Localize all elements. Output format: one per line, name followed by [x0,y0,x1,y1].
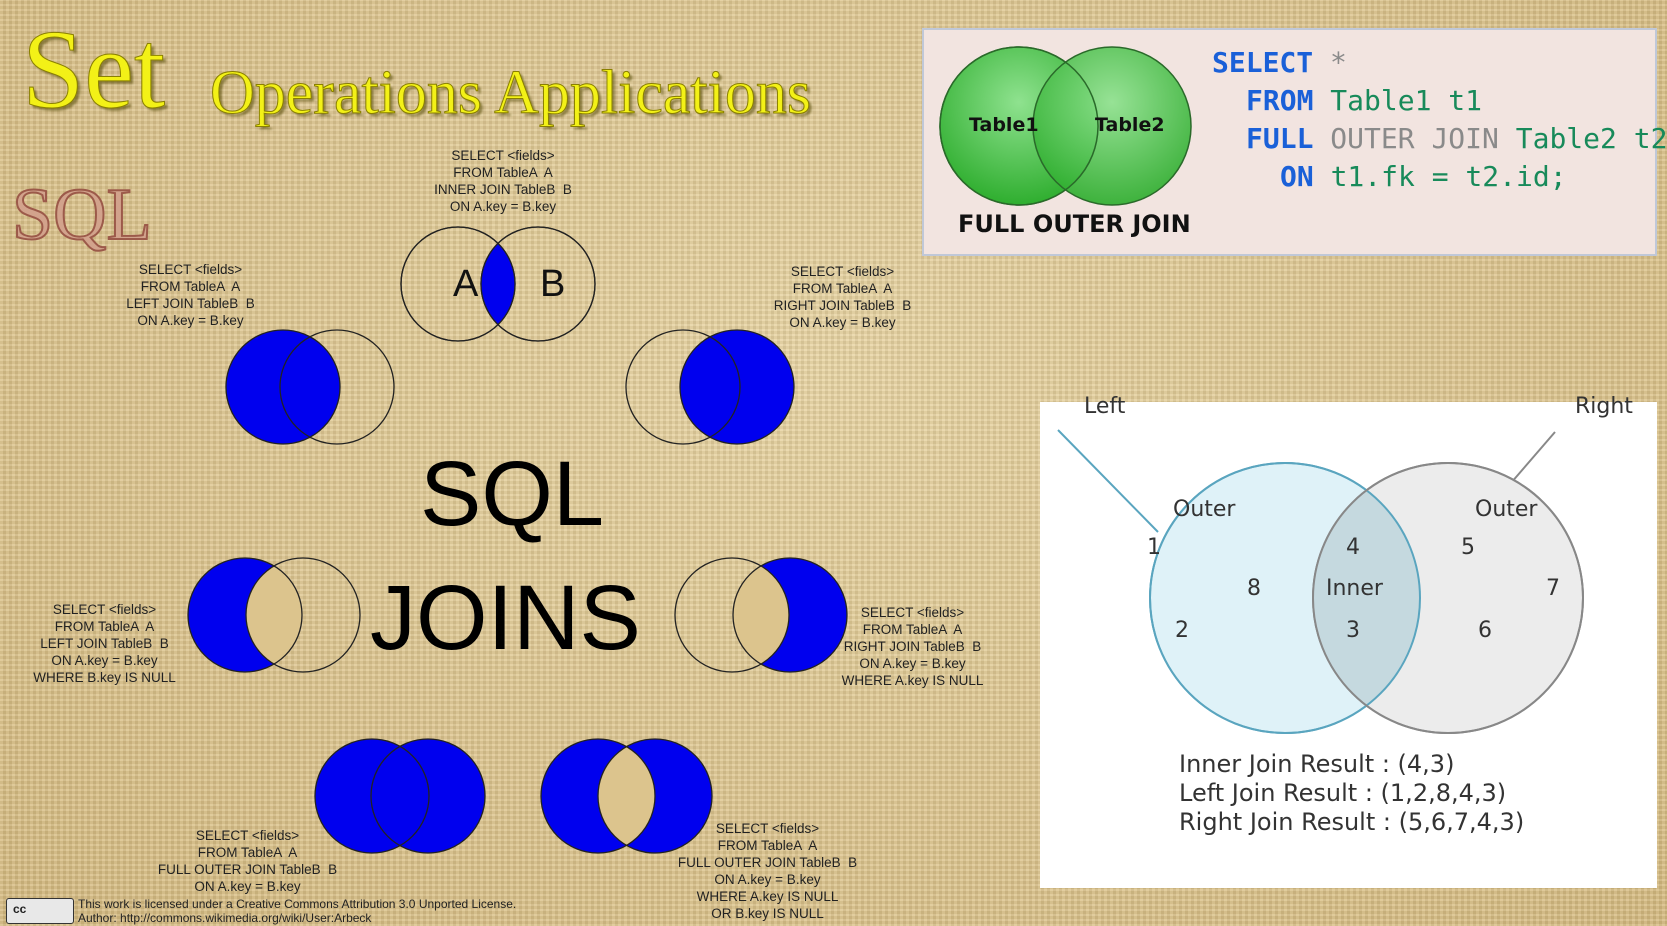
inner-join-result: Inner Join Result : (4,3) [1179,750,1455,778]
sql-logo-text: SQL [11,174,153,256]
left-join-result: Left Join Result : (1,2,8,4,3) [1179,779,1507,807]
venn-full-outer-join [314,738,486,854]
code-line-from: FROM Table1 t1 [1246,84,1483,117]
outer-right-label: Outer [1475,497,1538,522]
venn-inner-join [400,226,596,342]
value-8: 8 [1247,576,1261,601]
table1-label: Table1 [969,114,1039,136]
full-outer-join-caption: FULL OUTER JOIN [958,210,1191,238]
center-sql-text: SQL [420,443,605,545]
inner-label: Inner [1326,576,1383,601]
venn-right-fill [680,330,794,444]
venn-left-exclusive-join [187,557,361,673]
value-6: 6 [1478,618,1492,643]
snippet-left-exclusive: SELECT <fields> FROM TableA A LEFT JOIN … [33,602,176,685]
right-join-result: Right Join Result : (5,6,7,4,3) [1179,808,1525,836]
numeric-venn-svg [1057,429,1584,734]
snippet-right-join: SELECT <fields> FROM TableA A RIGHT JOIN… [773,264,912,330]
center-joins-text: JOINS [370,567,641,669]
value-1: 1 [1147,535,1161,560]
snippet-full-outer: SELECT <fields> FROM TableA A FULL OUTER… [157,828,338,894]
snippet-full-outer-exclusive: SELECT <fields> FROM TableA A FULL OUTER… [677,821,858,921]
venn-letter-b: B [540,263,566,305]
venn-right-exclusive-join [674,557,848,673]
venn-right-join [625,329,795,445]
venn-letter-a: A [453,263,479,305]
snippet-inner-join: SELECT <fields> FROM TableA A INNER JOIN… [434,148,572,214]
title-set: Set [21,8,166,132]
venn-left-join [225,329,395,445]
snippet-right-exclusive: SELECT <fields> FROM TableA A RIGHT JOIN… [841,605,984,688]
table2-label: Table2 [1095,114,1165,136]
code-line-select: SELECT * [1212,46,1347,79]
full-outer-join-panel: Table1 Table2 SELECT * FROM Table1 t1 FU… [922,28,1667,256]
title-operations-applications: Operations Applications [210,59,812,127]
code-line-join: FULL OUTER JOIN Table2 t2 [1246,122,1667,155]
left-label: Left [1084,394,1126,419]
snippet-left-join: SELECT <fields> FROM TableA A LEFT JOIN … [126,262,255,328]
value-5: 5 [1461,535,1475,560]
right-label: Right [1575,394,1633,419]
license-text: This work is licensed under a Creative C… [78,897,517,925]
value-7: 7 [1546,576,1560,601]
value-4: 4 [1346,535,1360,560]
numeric-venn-panel: Left Right Outer Outer 1 8 2 4 Inner 3 5… [1040,394,1657,888]
intersection-fill [1313,463,1420,733]
sql-joins-venn-collage [187,226,848,854]
value-3: 3 [1346,618,1360,643]
code-line-on: ON t1.fk = t2.id; [1280,160,1567,193]
venn-full-outer-exclusive-join [540,738,713,854]
outer-left-label: Outer [1173,497,1236,522]
cc-license-icon: cc [6,898,74,924]
value-2: 2 [1175,618,1189,643]
venn-left-fill [226,330,340,444]
full-outer-venn [939,46,1192,206]
